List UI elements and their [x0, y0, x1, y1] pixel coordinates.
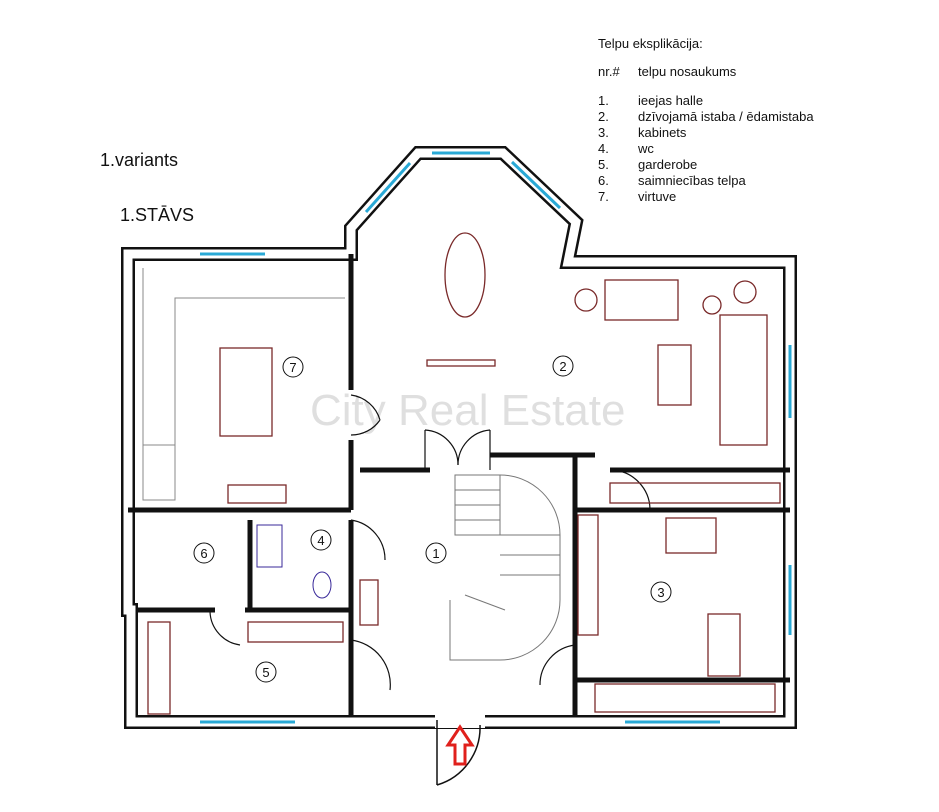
- legend-row: 2. dzīvojamā istaba / ēdamistaba: [598, 109, 814, 125]
- kitchen-counters: [142, 268, 345, 599]
- legend-nr: 2.: [598, 109, 609, 124]
- legend-row: 4. wc: [598, 141, 814, 157]
- entrance-door-gap: [435, 712, 485, 728]
- interior-walls: [128, 254, 790, 715]
- legend-row: 7. virtuve: [598, 189, 814, 205]
- windows: [200, 151, 792, 724]
- room-label-4: 4: [317, 533, 324, 548]
- legend-name: dzīvojamā istaba / ēdamistaba: [638, 109, 814, 124]
- room-label-5: 5: [262, 665, 269, 680]
- legend-header-name: telpu nosaukums: [638, 64, 737, 79]
- outer-walls: [121, 146, 797, 729]
- interior-doors: [209, 394, 651, 691]
- floor-title: 1.STĀVS: [120, 205, 195, 225]
- room-legend: Telpu eksplikācija: nr.# telpu nosaukums…: [598, 36, 814, 205]
- furniture: [147, 232, 781, 715]
- legend-title: Telpu eksplikācija:: [598, 36, 703, 51]
- legend-header-nr: nr.#: [598, 64, 620, 79]
- entrance-door[interactable]: [436, 720, 481, 786]
- legend-header: nr.# telpu nosaukums: [598, 64, 814, 80]
- legend-nr: 1.: [598, 93, 609, 108]
- legend-name: virtuve: [638, 189, 677, 204]
- room-label-7: 7: [289, 360, 296, 375]
- room-label-3: 3: [657, 585, 664, 600]
- legend-nr: 6.: [598, 173, 609, 188]
- legend-row: 1. ieejas halle: [598, 93, 814, 109]
- room-labels: [193, 355, 672, 683]
- legend-name: wc: [638, 141, 654, 156]
- legend-name: saimniecības telpa: [638, 173, 746, 188]
- legend-nr: 7.: [598, 189, 609, 204]
- dining-table: [444, 232, 486, 318]
- staircase: [449, 474, 561, 661]
- legend-nr: 3.: [598, 125, 609, 140]
- legend-nr: 5.: [598, 157, 609, 172]
- room-label-1: 1: [432, 546, 439, 561]
- legend-name: kabinets: [638, 125, 687, 140]
- legend-row: 3. kabinets: [598, 125, 814, 141]
- variant-title: 1.variants: [100, 150, 179, 170]
- legend-name: garderobe: [638, 157, 698, 172]
- watermark: City Real Estate: [310, 386, 625, 435]
- legend-row: 6. saimniecības telpa: [598, 173, 814, 189]
- entrance-arrow-icon: [445, 724, 475, 766]
- room-label-6: 6: [200, 546, 207, 561]
- legend-nr: 4.: [598, 141, 609, 156]
- room-label-2: 2: [559, 359, 566, 374]
- legend-row: 5. garderobe: [598, 157, 814, 173]
- legend-name: ieejas halle: [638, 93, 704, 108]
